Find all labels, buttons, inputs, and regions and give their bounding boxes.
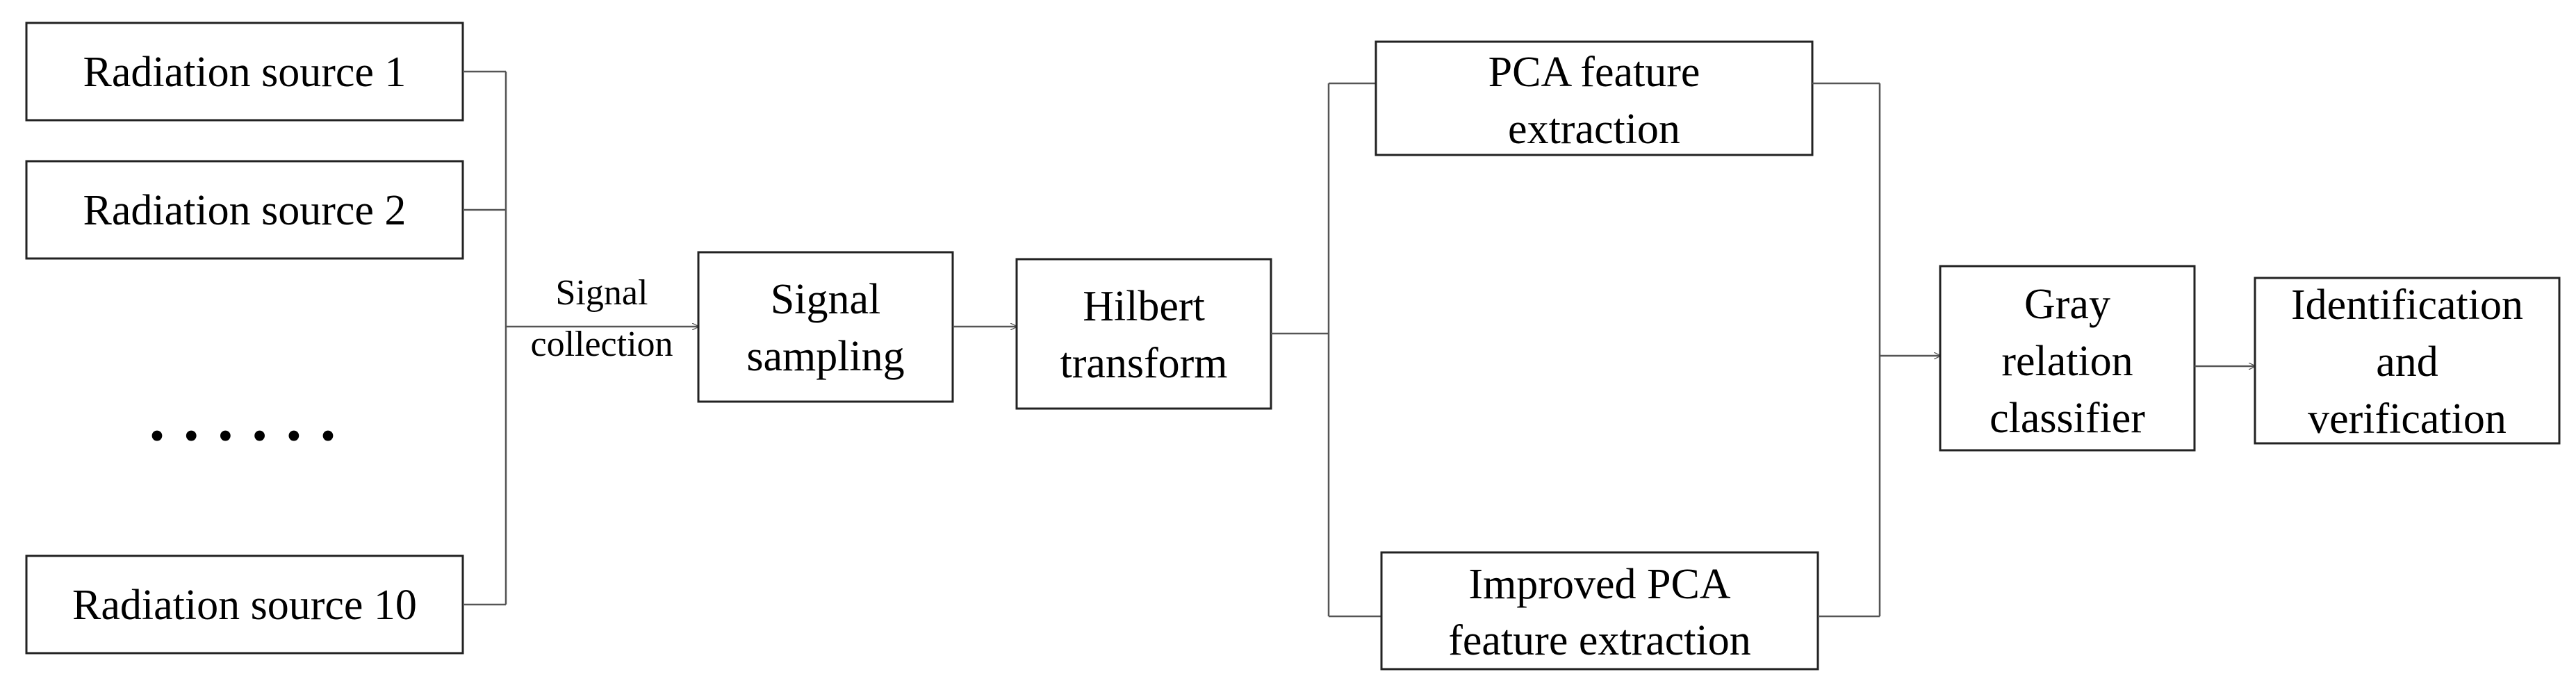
- svg-text:feature extraction: feature extraction: [1448, 617, 1750, 664]
- hilbert-transform-node: Hilbert transform: [1015, 258, 1272, 410]
- svg-text:Signal: Signal: [771, 276, 880, 323]
- svg-text:Identification: Identification: [2291, 281, 2523, 329]
- radiation-source-10-label: Radiation source 10: [72, 582, 417, 629]
- ellipsis: • • • • • •: [149, 413, 340, 460]
- svg-text:Hilbert: Hilbert: [1083, 283, 1205, 330]
- source-connectors: [463, 70, 698, 606]
- svg-text:classifier: classifier: [1990, 395, 2145, 442]
- improved-pca-feature-extraction-node: Improved PCA feature extraction: [1380, 551, 1819, 671]
- identification-verification-node: Identification and verification: [2254, 277, 2561, 445]
- svg-text:extraction: extraction: [1508, 106, 1680, 153]
- radiation-source-1-node: Radiation source 1: [25, 22, 464, 122]
- svg-text:and: and: [2376, 338, 2438, 386]
- gray-relation-classifier-node: Gray relation classifier: [1939, 265, 2196, 452]
- merge-connectors: [1812, 82, 1940, 618]
- radiation-source-2-node: Radiation source 2: [25, 160, 464, 260]
- svg-text:PCA feature: PCA feature: [1488, 49, 1700, 96]
- svg-text:sampling: sampling: [746, 333, 904, 380]
- radiation-source-10-node: Radiation source 10: [25, 555, 464, 655]
- svg-text:relation: relation: [2001, 338, 2133, 385]
- branch-connectors: [1271, 82, 1381, 618]
- signal-collection-label-line1: Signal: [556, 273, 648, 313]
- radiation-source-1-label: Radiation source 1: [83, 49, 407, 96]
- svg-text:transform: transform: [1060, 340, 1227, 387]
- pca-feature-extraction-node: PCA feature extraction: [1375, 40, 1814, 156]
- svg-text:Improved PCA: Improved PCA: [1468, 561, 1730, 608]
- signal-collection-label-line2: collection: [530, 325, 673, 364]
- svg-text:Gray: Gray: [2024, 281, 2110, 328]
- svg-text:verification: verification: [2308, 395, 2507, 443]
- signal-sampling-node: Signal sampling: [697, 251, 954, 403]
- radiation-source-2-label: Radiation source 2: [83, 187, 407, 234]
